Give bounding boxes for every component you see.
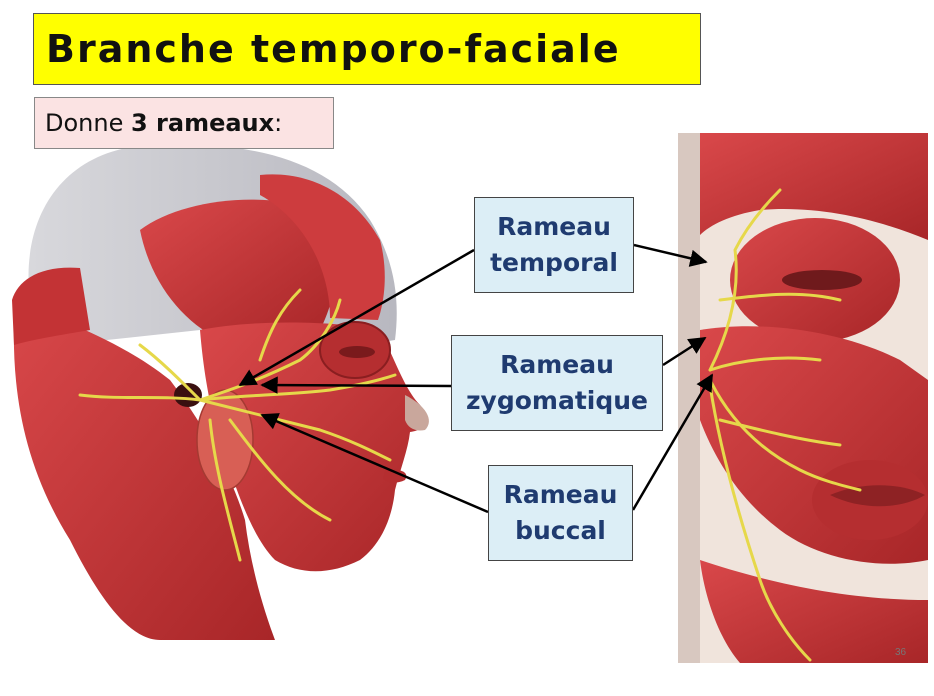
neck-front	[700, 560, 928, 663]
lateral-head-drawing	[12, 144, 429, 640]
subtitle-suffix: :	[274, 109, 283, 137]
page-title: Branche temporo-faciale	[46, 27, 621, 71]
label-buccal-line1: Rameau	[503, 479, 618, 509]
label-zygo-line1: Rameau	[500, 349, 614, 379]
title-box: Branche temporo-faciale	[33, 13, 701, 85]
bottom-mask	[0, 640, 300, 696]
neck-muscles	[13, 300, 276, 640]
label-rameau-zygomatique: Rameau zygomatique	[451, 335, 663, 431]
subtitle-prefix: Donne	[45, 109, 131, 137]
label-rameau-buccal: Rameau buccal	[488, 465, 633, 561]
label-temporal-line2: temporal	[490, 248, 618, 277]
subtitle-box: Donne 3 rameaux:	[34, 97, 334, 149]
frontal-face-drawing: 36	[678, 133, 928, 663]
eye-closed	[339, 346, 375, 358]
nose	[405, 395, 429, 431]
label-rameau-temporal: Rameau temporal	[474, 197, 634, 293]
facial-nerve-front	[708, 188, 862, 662]
lips-front	[830, 485, 925, 507]
label-buccal-line2: buccal	[515, 516, 606, 545]
subtitle-bold: 3 rameaux	[130, 109, 275, 137]
occipital-muscle	[12, 267, 90, 345]
page-number: 36	[895, 647, 907, 658]
label-zygo-line2: zygomatique	[465, 386, 648, 415]
label-temporal-line1: Rameau	[497, 211, 611, 241]
forehead-muscle	[700, 133, 928, 240]
lips	[383, 469, 407, 483]
ear-canal	[174, 383, 202, 407]
eye-closed-front	[782, 270, 862, 290]
